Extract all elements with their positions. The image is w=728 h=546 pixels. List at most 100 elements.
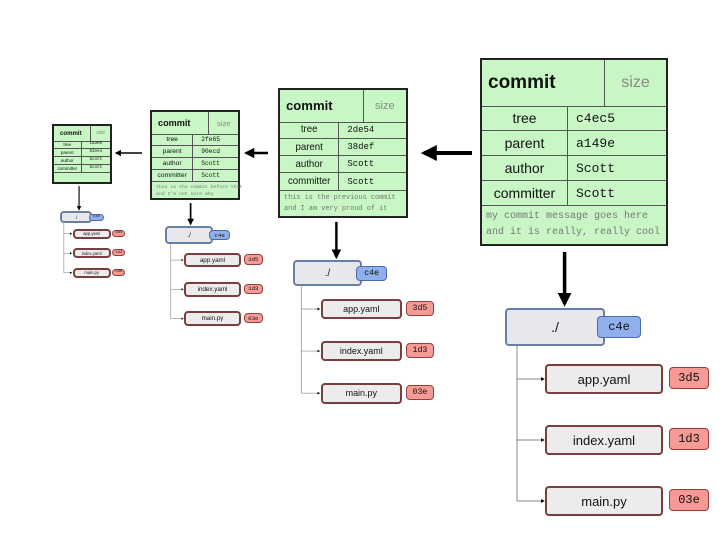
file-node: app.yaml — [184, 252, 241, 268]
commit-message-line: and it is really, really cool — [486, 227, 661, 238]
file-node: index.yaml — [184, 282, 241, 297]
file-node: index.yaml — [545, 425, 663, 455]
commit-row-tree: tree 1a3e6 — [54, 140, 111, 149]
commit-message-line: this is the commit before that — [156, 184, 243, 190]
size-label: size — [362, 90, 406, 122]
commit-row-committer: committer Scott — [482, 181, 666, 206]
tree-node: ./ — [293, 260, 362, 287]
commit-message-line: this is the previous commit — [284, 193, 396, 202]
commit-header: commit size — [280, 90, 406, 123]
commit-message-line: my commit message goes here — [486, 211, 649, 222]
file-hash-badge: 03e — [112, 268, 126, 276]
parent-label: parent — [152, 146, 194, 158]
file-hash-badge: 3d5 — [406, 300, 434, 316]
tree-hash-badge: c4e — [209, 229, 231, 241]
committer-label: committer — [54, 164, 82, 172]
parent-value: 90ecd — [201, 148, 220, 156]
author-value: Scott — [347, 159, 375, 170]
commit-message-line: and I am very proud of it — [284, 204, 388, 213]
file-node: main.py — [72, 267, 111, 278]
commit-row-committer: committer Scott — [54, 164, 111, 173]
commit-row-committer: committer Scott — [280, 173, 406, 191]
tree-label: tree — [280, 121, 340, 138]
file-node: app.yaml — [320, 298, 402, 320]
file-hash-badge: 3d5 — [112, 229, 126, 237]
parent-value: 91ee4 — [89, 150, 102, 155]
commit-header: commit size — [54, 126, 111, 142]
author-value: Scott — [201, 160, 220, 168]
parent-value: 38def — [347, 142, 375, 153]
commit-row-parent: parent 90ecd — [152, 146, 239, 159]
commit-row-tree: tree 2fe65 — [152, 134, 239, 147]
parent-label: parent — [482, 131, 568, 155]
file-hash-badge: 03e — [243, 312, 263, 324]
commit-message-line: and I'm not sure why — [156, 192, 214, 198]
file-node: main.py — [184, 311, 241, 326]
commit-row-parent: parent a149e — [482, 131, 666, 156]
commit-row-parent: parent 91ee4 — [54, 148, 111, 157]
file-hash-badge: 1d3 — [112, 249, 126, 257]
tree-hash-badge: c4e — [597, 316, 641, 338]
committer-label: committer — [280, 173, 340, 190]
file-node: main.py — [545, 486, 663, 516]
tree-hash-badge: c4e — [89, 213, 104, 221]
tree-node: ./ — [60, 211, 92, 224]
committer-label: committer — [482, 181, 568, 205]
parent-label: parent — [280, 138, 340, 156]
commit-row-author: author Scott — [482, 156, 666, 181]
file-hash-badge: 3d5 — [669, 367, 709, 389]
tree-value: 2de54 — [347, 124, 375, 135]
commit-row-parent: parent 38def — [280, 138, 406, 157]
tree-value: 2fe65 — [201, 136, 220, 144]
file-hash-badge: 03e — [669, 489, 709, 511]
file-hash-badge: 1d3 — [406, 342, 434, 358]
file-hash-badge: 3d5 — [243, 254, 263, 265]
file-node: index.yaml — [72, 248, 111, 259]
commit-title: commit — [488, 72, 556, 93]
tree-label: tree — [152, 134, 194, 146]
tree-value: c4ec5 — [576, 110, 616, 126]
file-hash-badge: 1d3 — [243, 283, 263, 295]
file-node: app.yaml — [545, 364, 663, 394]
tree-label: tree — [482, 106, 568, 130]
author-label: author — [152, 158, 194, 170]
file-node: index.yaml — [320, 340, 402, 362]
commit-row-author: author Scott — [152, 158, 239, 171]
tree-node: ./ — [165, 226, 213, 245]
tree-hash-badge: c4e — [356, 265, 387, 281]
committer-label: committer — [152, 170, 194, 182]
author-label: author — [280, 156, 340, 173]
file-node: main.py — [320, 382, 402, 404]
author-label: author — [482, 156, 568, 180]
tree-label: tree — [54, 140, 82, 148]
author-value: Scott — [89, 158, 102, 163]
tree-value: 1a3e6 — [89, 142, 102, 147]
parent-label: parent — [54, 148, 82, 156]
commit-header: commit size — [482, 60, 666, 107]
committer-value: Scott — [89, 166, 102, 171]
commit-row-author: author Scott — [280, 156, 406, 174]
commit-row-tree: tree 2de54 — [280, 121, 406, 139]
committer-value: Scott — [201, 172, 220, 180]
author-value: Scott — [576, 160, 616, 176]
file-hash-badge: 1d3 — [669, 428, 709, 450]
size-label: size — [604, 60, 666, 106]
file-hash-badge: 03e — [406, 384, 434, 401]
file-node: app.yaml — [72, 228, 111, 239]
committer-value: Scott — [576, 185, 616, 201]
commit-title: commit — [158, 118, 191, 129]
commit-row-tree: tree c4ec5 — [482, 106, 666, 131]
commit-title: commit — [60, 129, 82, 137]
committer-value: Scott — [347, 176, 375, 187]
parent-value: a149e — [576, 135, 616, 151]
commit-title: commit — [286, 98, 333, 114]
commit-row-committer: committer Scott — [152, 170, 239, 183]
size-label: size — [90, 126, 110, 141]
